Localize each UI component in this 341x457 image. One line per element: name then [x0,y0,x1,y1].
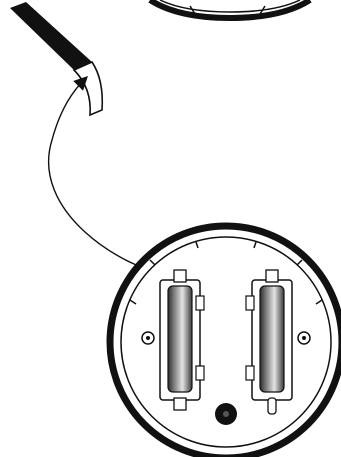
curved-arrow [48,76,181,279]
top-device-rim [148,0,312,22]
screw-hole-left [141,331,155,345]
battery-left [159,269,205,411]
ring-notches [129,241,323,305]
center-hole [215,403,237,425]
screw-hole-right [297,331,311,345]
battery-pull-tab [10,2,104,117]
battery-right [245,269,293,415]
battery-compartment [106,222,341,457]
